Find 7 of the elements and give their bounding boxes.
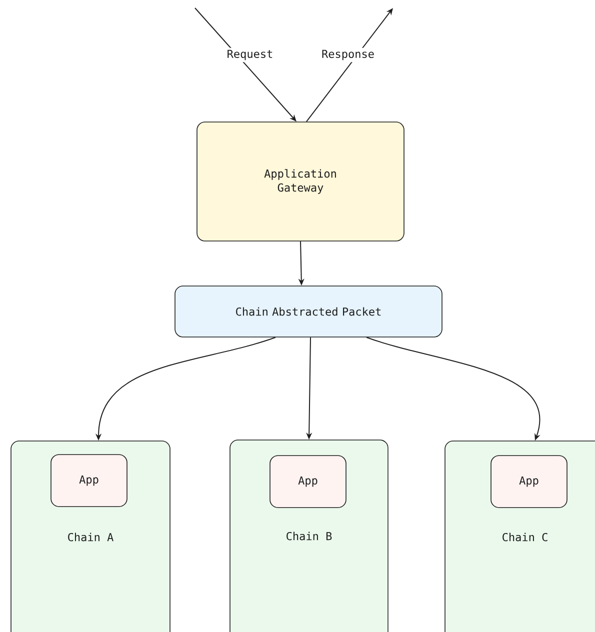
packet-box: Chain Abstracted Packet <box>174 286 442 338</box>
app-box: App <box>490 455 568 508</box>
app-box: App <box>50 454 128 507</box>
edge-label: Request <box>224 48 276 62</box>
edge-label: Response <box>320 48 376 62</box>
gateway-box: Application Gateway <box>196 122 404 242</box>
app-box: App <box>270 455 346 508</box>
